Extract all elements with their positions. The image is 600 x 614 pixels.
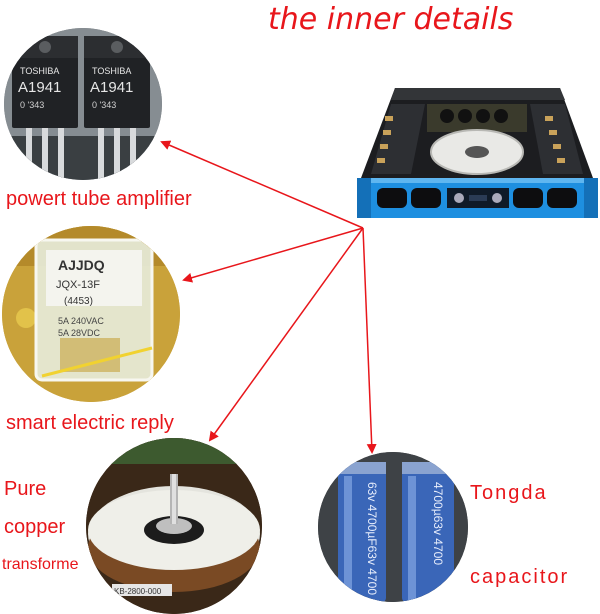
capacitor-photo: 63v 4700µF63v 4700 4700µ63v 4700	[318, 452, 468, 602]
callout-arrows	[160, 140, 377, 454]
transformer-label-line1: Pure	[4, 478, 47, 500]
relay-rating-ac: 5A 240VAC	[58, 316, 104, 326]
capacitor-label-line2: capacitor	[470, 566, 570, 588]
relay-code: (4453)	[64, 296, 93, 307]
relay-photo: AJJDQ JQX-13F (4453) 5A 240VAC 5A 28VDC	[2, 226, 180, 402]
page-title: the inner details	[268, 2, 514, 37]
transistor-code-2: 0 '343	[92, 100, 116, 110]
transistor-brand-1: TOSHIBA	[20, 66, 59, 76]
transistor-part-2: A1941	[90, 79, 133, 96]
arrow-to-capacitor	[362, 227, 377, 454]
amplifier-photo	[355, 82, 600, 224]
relay-model: JQX-13F	[56, 279, 100, 291]
capacitor-text-1: 63v 4700µF63v 4700	[365, 482, 379, 595]
capacitor-label-line1: Tongda	[470, 482, 548, 504]
arrow-to-relay	[182, 227, 364, 283]
power-tube-label: powert tube amplifier	[6, 188, 192, 210]
relay-brand: AJJDQ	[58, 257, 105, 273]
relay-rating-dc: 5A 28VDC	[58, 328, 101, 338]
transformer-photo: KB-2800-000	[86, 438, 262, 614]
transistor-code-1: 0 '343	[20, 100, 44, 110]
transformer-tag: KB-2800-000	[114, 587, 162, 596]
capacitor-text-2: 4700µ63v 4700	[431, 482, 445, 565]
transistor-brand-2: TOSHIBA	[92, 66, 131, 76]
arrow-to-transformer	[208, 227, 364, 442]
power-tube-photo: TOSHIBA A1941 0 '343 TOSHIBA A1941 0 '34…	[4, 28, 162, 180]
relay-label: smart electric reply	[6, 412, 174, 434]
transistor-part-1: A1941	[18, 79, 61, 96]
transformer-label-line3: transforme	[2, 556, 79, 573]
arrow-to-power-tube	[160, 140, 364, 229]
transformer-label-line2: copper	[4, 516, 66, 538]
